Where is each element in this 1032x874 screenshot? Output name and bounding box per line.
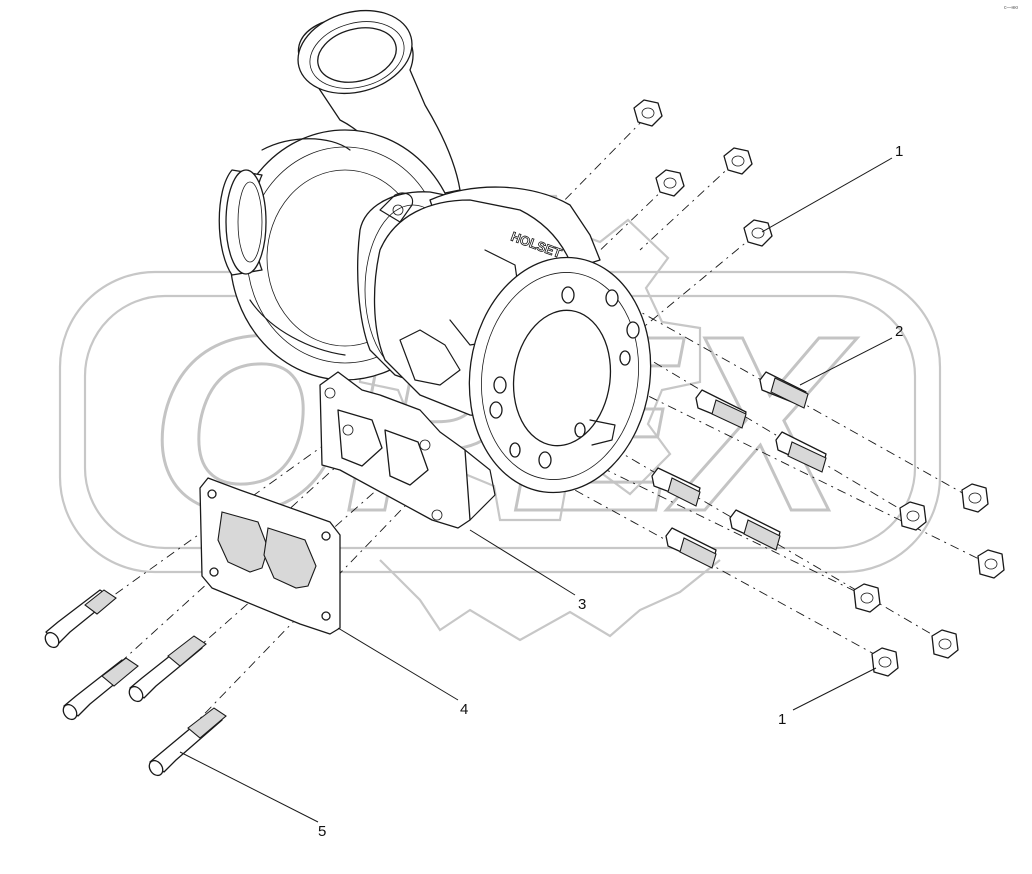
- nut: [899, 501, 927, 531]
- corner-code: с—ню: [1004, 5, 1018, 11]
- stud: [665, 527, 717, 569]
- stud: [44, 589, 117, 649]
- nut: [931, 629, 959, 659]
- turbine-outlet-bore: [512, 309, 612, 447]
- flange-bolt-holes: [489, 286, 640, 469]
- stud: [62, 657, 139, 721]
- callouts: 1 2 3 4 5 1: [318, 143, 903, 840]
- stud: [148, 707, 227, 777]
- stud: [729, 509, 781, 551]
- callout-3-turbocharger: 3: [578, 596, 586, 613]
- watermark-gear-lower-teeth: [379, 559, 721, 642]
- nut: [655, 169, 685, 197]
- callout-5-stud: 5: [318, 823, 326, 840]
- callout-1-nut: 1: [895, 143, 903, 160]
- callout-2-stud: 2: [895, 323, 903, 340]
- leader-lines: [179, 157, 893, 823]
- gasket: [199, 477, 341, 635]
- stud: [695, 389, 747, 429]
- lower-left-studs: [44, 589, 227, 777]
- nut: [961, 483, 989, 513]
- nut: [723, 147, 753, 175]
- nut: [853, 583, 881, 613]
- compressor-outlet-opening: [317, 27, 397, 83]
- callout-1-nut-lower: 1: [778, 711, 786, 728]
- stud: [759, 371, 809, 409]
- nuts: [633, 99, 1005, 677]
- nut: [977, 549, 1005, 579]
- right-studs: [651, 371, 827, 569]
- nut: [871, 647, 899, 677]
- gasket-port-right: [263, 527, 317, 589]
- nut: [743, 219, 773, 247]
- stud: [651, 467, 701, 507]
- callout-4-gasket: 4: [460, 701, 468, 718]
- turbocharger: HOLSET: [218, 9, 652, 529]
- nut: [633, 99, 663, 127]
- gasket-port-left: [217, 511, 269, 573]
- stud: [775, 431, 827, 473]
- stud: [128, 635, 207, 703]
